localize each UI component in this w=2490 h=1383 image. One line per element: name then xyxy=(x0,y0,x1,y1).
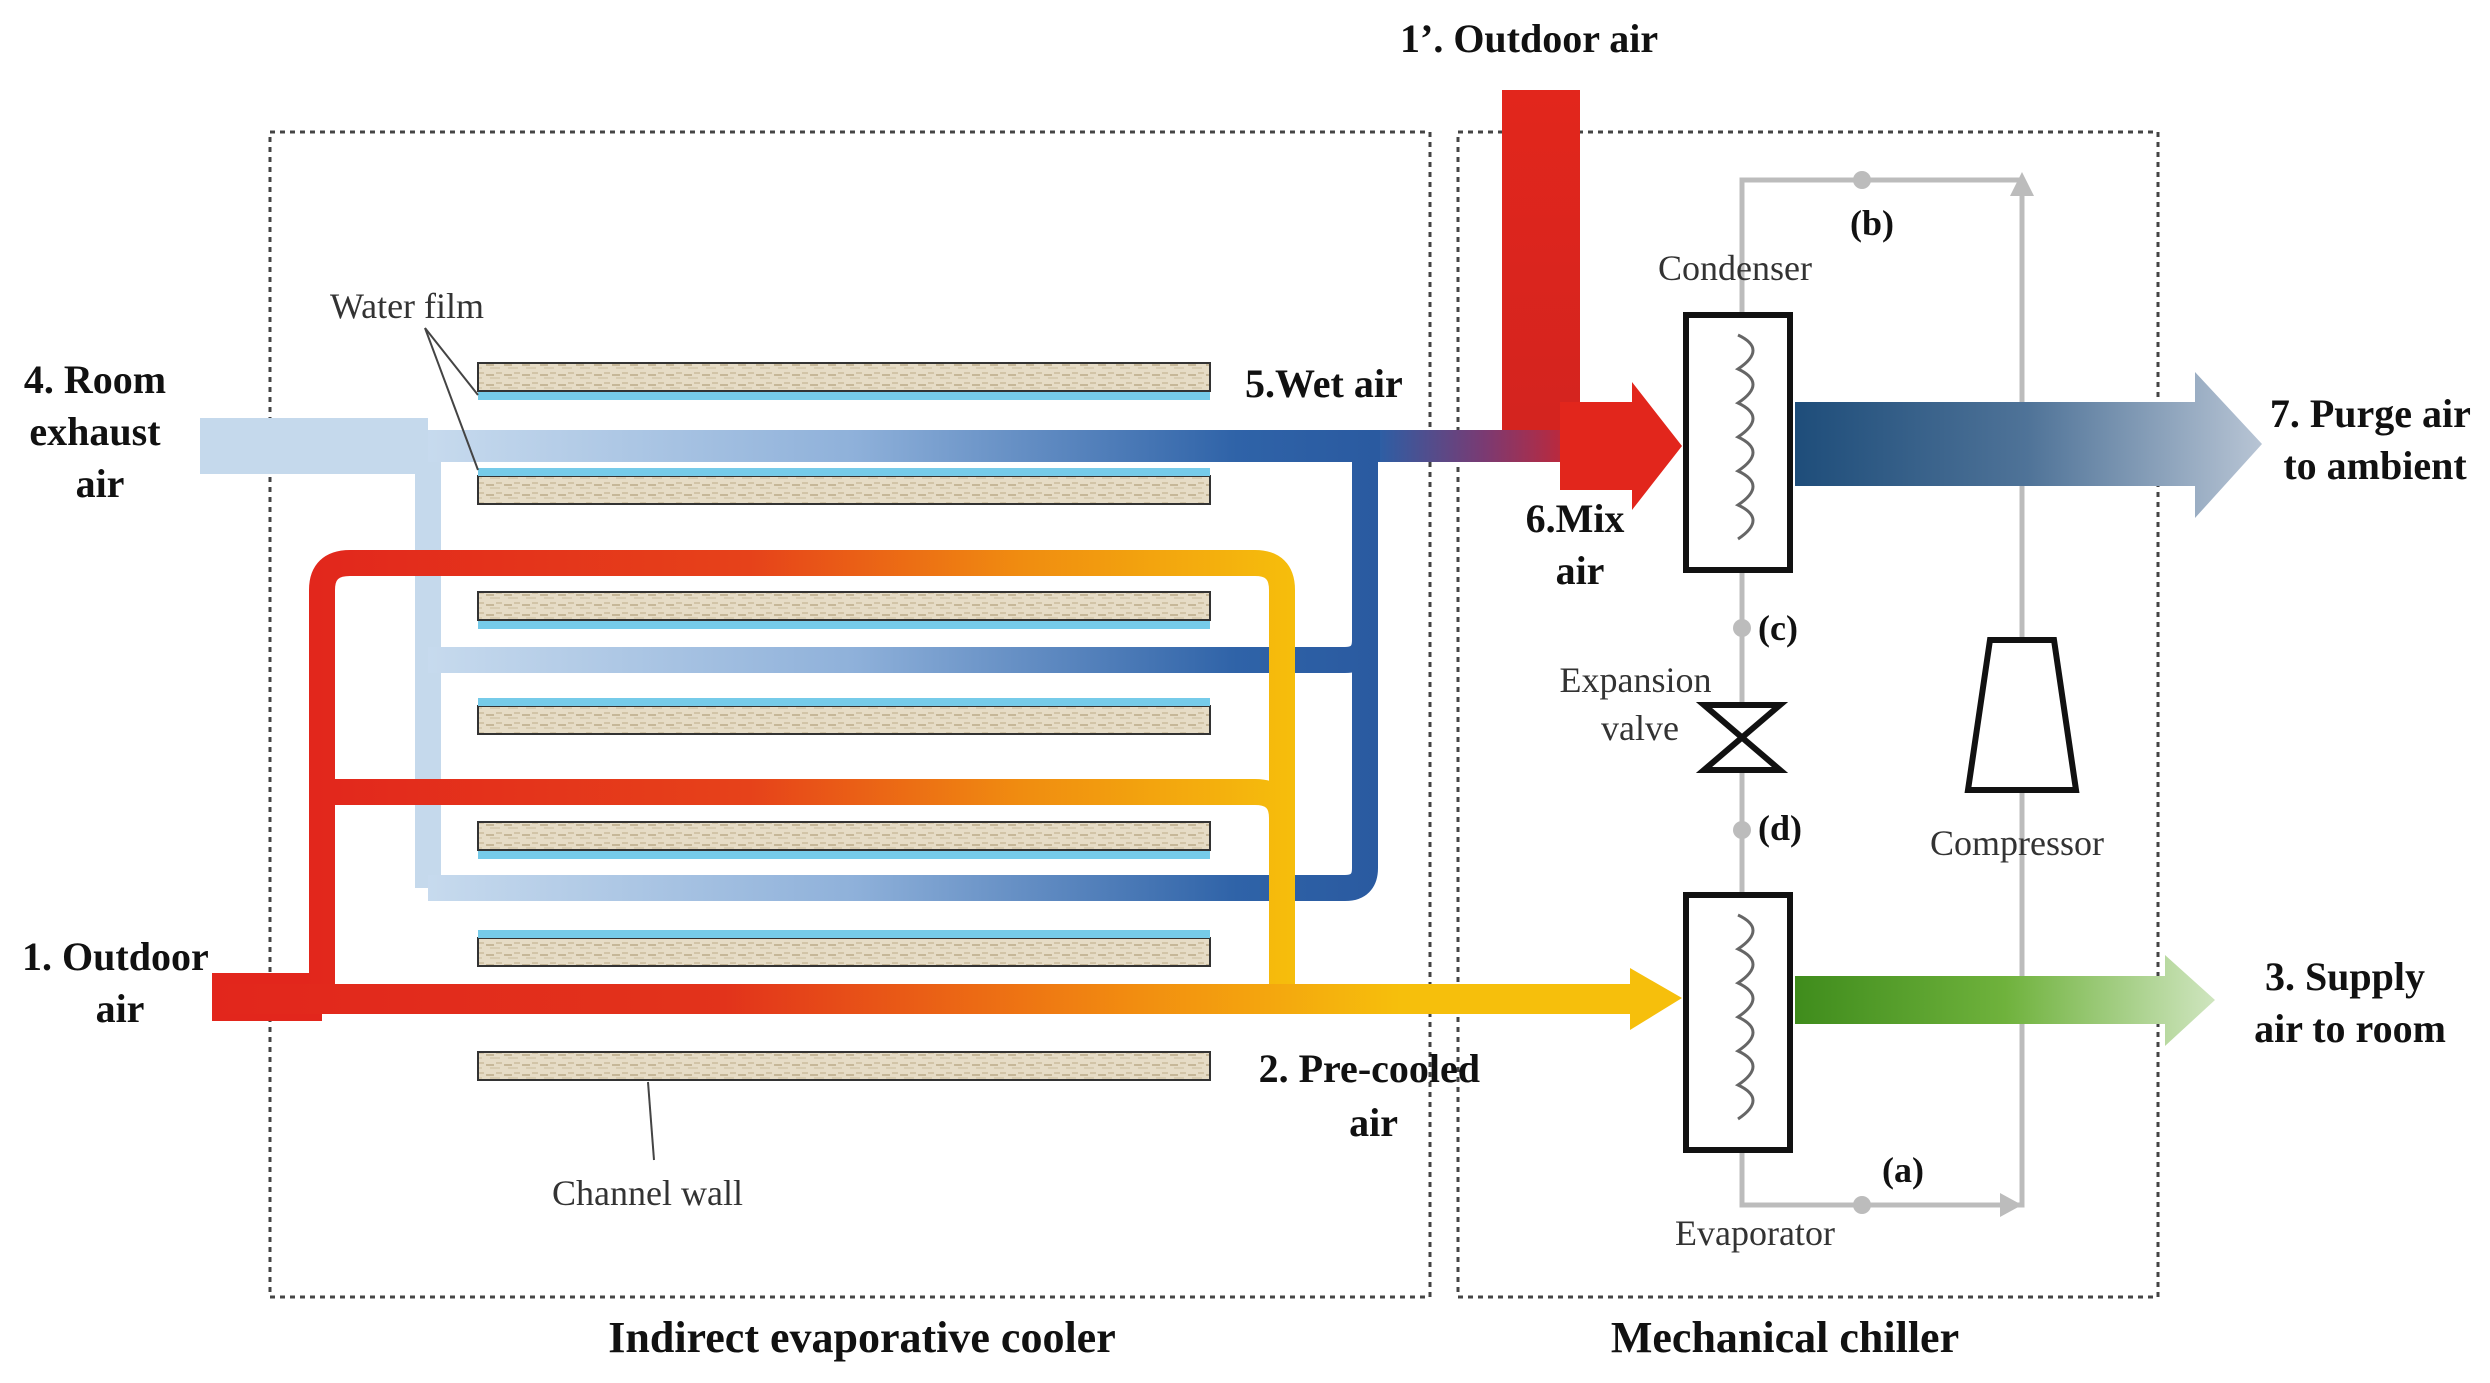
state-point-d-label: (d) xyxy=(1758,808,1802,848)
room-exhaust-air-label: 4. Room exhaust air xyxy=(24,357,176,506)
condenser-label: Condenser xyxy=(1658,248,1812,288)
channel-wall-label: Channel wall xyxy=(552,1173,743,1213)
channel-wall xyxy=(477,591,1211,621)
precooled-air-label: 2. Pre-cooled air xyxy=(1259,1046,1490,1145)
compressor-icon xyxy=(1964,637,2080,793)
channel-stack xyxy=(477,362,1211,1081)
state-point-a-dot xyxy=(1853,1196,1871,1214)
product-air-stream xyxy=(212,550,1642,1021)
water-film xyxy=(478,392,1210,400)
mix-air-arrow-icon xyxy=(1560,382,1682,510)
precooled-air-arrow-icon xyxy=(1630,968,1682,1030)
channel-wall xyxy=(477,705,1211,735)
supply-air-arrow-icon xyxy=(1795,955,2215,1046)
state-point-c-dot xyxy=(1733,619,1751,637)
channel-wall xyxy=(477,821,1211,851)
water-film xyxy=(478,621,1210,629)
refrigerant-arrow-up-icon xyxy=(2010,172,2034,196)
supply-air-label: 3. Supply air to room xyxy=(2254,954,2446,1051)
channel-wall xyxy=(477,362,1211,392)
wet-air-label: 5.Wet air xyxy=(1245,361,1403,406)
wet-air-stream xyxy=(200,418,1630,901)
state-point-a-label: (a) xyxy=(1882,1150,1924,1190)
state-point-b-label: (b) xyxy=(1850,203,1894,243)
evaporator-coil-icon xyxy=(1734,913,1755,1121)
state-point-c-label: (c) xyxy=(1758,608,1798,648)
purge-air-arrow-icon xyxy=(1795,372,2262,518)
mix-air-label: 6.Mix air xyxy=(1526,496,1635,593)
refrigerant-arrow-right-icon xyxy=(2000,1193,2022,1217)
water-film xyxy=(478,468,1210,476)
evaporator-coil-box xyxy=(1683,892,1793,1153)
water-film-leader-line xyxy=(424,327,479,471)
channel-wall xyxy=(477,475,1211,505)
purge-air-label: 7. Purge air to ambient xyxy=(2270,391,2480,488)
condenser-coil-box xyxy=(1683,312,1793,573)
channel-wall xyxy=(477,1051,1211,1081)
state-point-b-dot xyxy=(1853,171,1871,189)
chiller-panel-title: Mechanical chiller xyxy=(1611,1313,1959,1362)
chiller-panel-border xyxy=(1456,130,2160,1299)
channel-wall xyxy=(477,937,1211,967)
compressor-label: Compressor xyxy=(1930,823,2104,863)
expansion-valve-icon xyxy=(1695,702,1789,773)
iec-panel-title: Indirect evaporative cooler xyxy=(608,1313,1115,1362)
condenser-coil-icon xyxy=(1734,333,1755,541)
outdoor-air-1-label: 1. Outdoor air xyxy=(22,934,218,1031)
water-film-label: Water film xyxy=(330,286,484,326)
channel-wall-leader-line xyxy=(647,1081,655,1161)
state-point-d-dot xyxy=(1733,821,1751,839)
expansion-valve-label: Expansion valve xyxy=(1560,660,1721,748)
iec-panel-border xyxy=(268,130,1432,1299)
evaporator-label: Evaporator xyxy=(1675,1213,1835,1253)
water-film xyxy=(478,698,1210,706)
outdoor-air-1p-label: 1’. Outdoor air xyxy=(1400,16,1658,61)
water-film xyxy=(478,851,1210,859)
outdoor-air-1p-duct xyxy=(1502,90,1580,430)
water-film xyxy=(478,930,1210,938)
water-film-leader-line xyxy=(424,327,479,396)
